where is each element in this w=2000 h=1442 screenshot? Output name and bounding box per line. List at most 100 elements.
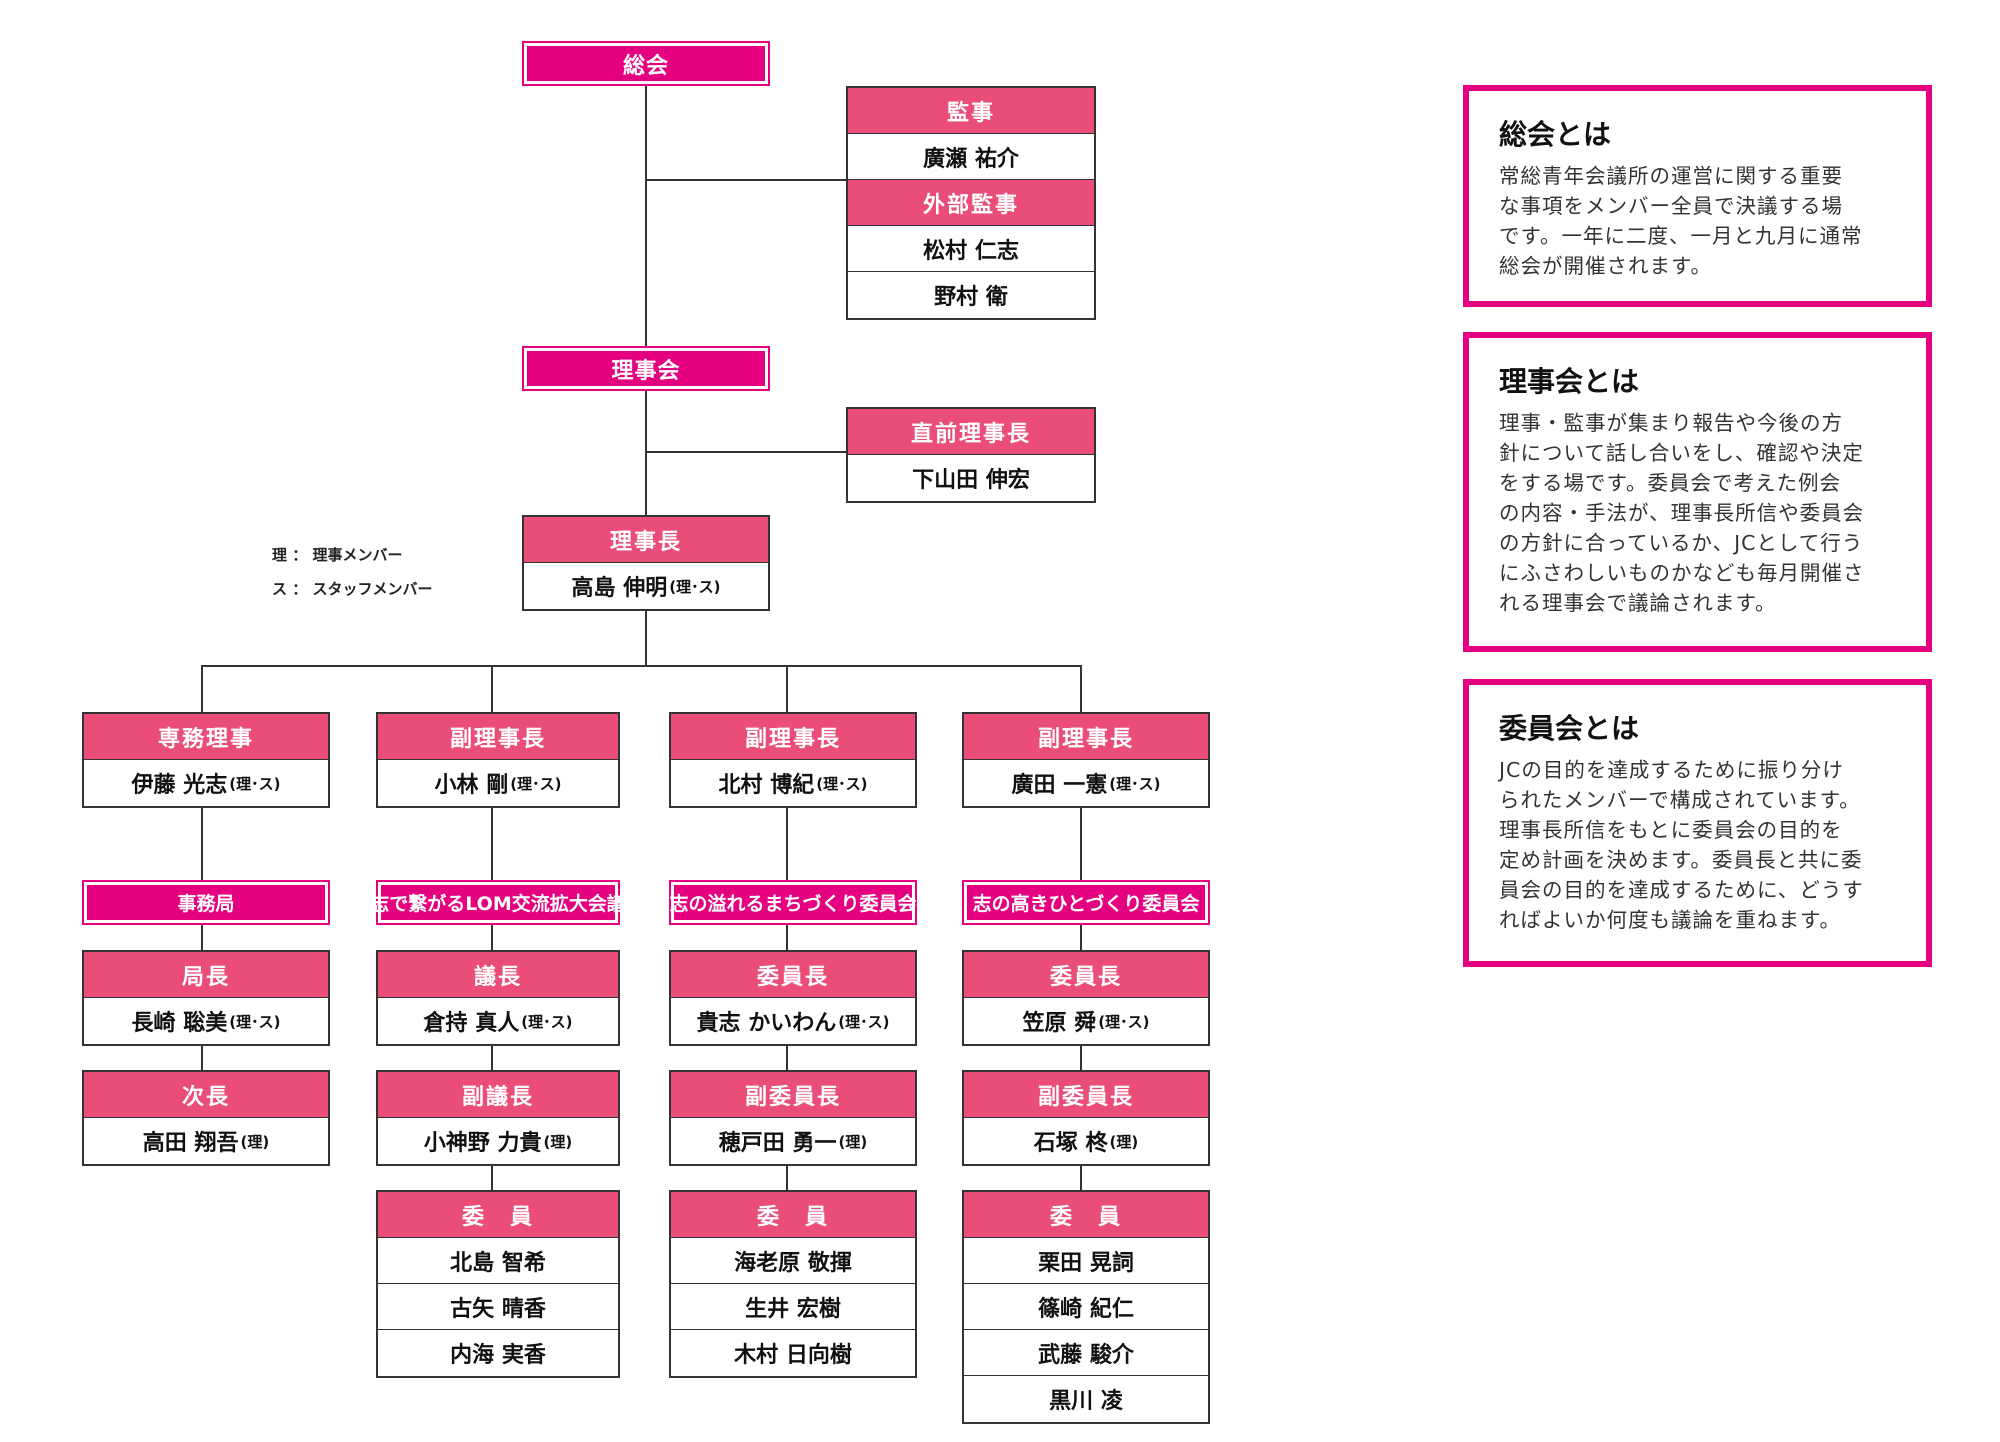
role-tag: (理･ス) [521,1012,573,1031]
board-box: 理事会 [522,346,770,391]
branch-4-unit-box: 志の高きひとづくり委員会 [962,880,1210,925]
external-auditor-name: 松村 仁志 [848,226,1094,272]
connector-former-president [645,451,846,453]
leader-title: 議長 [378,952,618,998]
officer-name: 北村 博紀 [718,773,815,798]
role-tag: (理･ス) [510,774,562,793]
branch-4-members-box: 委 員 栗田 晃詞 篠崎 紀仁 武藤 駿介 黒川 凌 [962,1190,1210,1424]
branch-1-leader-box: 局長 長崎 聡美(理･ス) [82,950,330,1046]
connector-branch-2-deputy [491,1164,493,1190]
general-assembly-box: 総会 [522,41,770,86]
connector-branch-1-leader [201,1044,203,1070]
unit-name: 志の高きひとづくり委員会 [972,893,1200,915]
branch-3-officer-box: 副理事長 北村 博紀(理･ス) [669,712,917,808]
connector-trunk-top [645,84,647,349]
auditor-title: 監事 [848,88,1094,134]
role-tag: (理･ス) [229,1012,281,1031]
leader-title: 局長 [84,952,328,998]
member-name: 栗田 晃詞 [964,1238,1208,1284]
info-text: 理事・監事が集まり報告や今後の方 針について話し合いをし、確認や決定 をする場で… [1499,411,1865,615]
external-auditor-name: 野村 衛 [934,285,1008,310]
officer-name-row: 北村 博紀(理･ス) [671,760,915,806]
leader-name-row: 長崎 聡美(理･ス) [84,998,328,1044]
role-tag: (理) [543,1132,573,1151]
president-title: 理事長 [524,517,768,563]
leader-name: 倉持 真人 [423,1011,520,1036]
deputy-title: 副委員長 [671,1072,915,1118]
officer-name: 廣田 一憲 [1011,773,1108,798]
members-title: 委 員 [964,1192,1208,1238]
unit-name: 志で繋がるLOM交流拡大会議 [370,893,626,915]
member-name: 古矢 晴香 [378,1284,618,1330]
role-tag: (理･ス) [838,1012,890,1031]
officer-name: 伊藤 光志 [131,773,228,798]
president-name: 高島 伸明 [571,576,668,601]
legend-staff-member: ス ： スタッフメンバー [272,580,433,598]
leader-name: 笠原 舜 [1022,1011,1097,1036]
former-president-title: 直前理事長 [848,409,1094,455]
connector-branch-2-mid [491,805,493,880]
connector-auditors [645,179,846,181]
role-tag: (理･ス) [1098,1012,1150,1031]
leader-title: 委員長 [671,952,915,998]
leader-name-row: 貴志 かいわん(理･ス) [671,998,915,1044]
connector-branch-4-leader [1080,1044,1082,1070]
members-title: 委 員 [378,1192,618,1238]
deputy-name-row: 石塚 柊(理) [964,1118,1208,1164]
president-box: 理事長 高島 伸明(理･ス) [522,515,770,611]
connector-branch-4-deputy [1080,1164,1082,1190]
role-tag: (理) [838,1132,868,1151]
connector-branch-4-unit [1080,924,1082,950]
branch-4-officer-box: 副理事長 廣田 一憲(理･ス) [962,712,1210,808]
branch-3-leader-box: 委員長 貴志 かいわん(理･ス) [669,950,917,1046]
info-title: 理事会とは [1499,365,1640,398]
role-tag: (理･ス) [816,774,868,793]
general-assembly-label: 総会 [622,53,669,79]
connector-branch-2-unit [491,924,493,950]
deputy-name-row: 小神野 力貴(理) [378,1118,618,1164]
officer-title: 副理事長 [378,714,618,760]
connector-branch-3-top [786,665,788,712]
unit-name: 事務局 [177,893,235,915]
branch-1-officer-box: 専務理事 伊藤 光志(理･ス) [82,712,330,808]
auditor-name: 廣瀬 祐介 [848,134,1094,180]
branch-3-members-box: 委 員 海老原 敬揮 生井 宏樹 木村 日向樹 [669,1190,917,1378]
role-tag: (理) [1109,1132,1139,1151]
role-tag: (理･ス) [669,577,721,596]
officer-name-row: 小林 剛(理･ス) [378,760,618,806]
external-auditor-title: 外部監事 [848,180,1094,226]
deputy-name: 石塚 柊 [1033,1131,1108,1156]
branch-1-unit-box: 事務局 [82,880,330,925]
deputy-name: 穂戸田 勇一 [718,1131,837,1156]
connector-branch-1-unit [201,924,203,950]
former-president-name: 下山田 伸宏 [912,468,1030,493]
deputy-title: 次長 [84,1072,328,1118]
deputy-name-row: 高田 翔吾(理) [84,1118,328,1164]
role-tag: (理) [240,1132,270,1151]
branch-3-unit-box: 志の溢れるまちづくり委員会 [669,880,917,925]
member-name: 篠崎 紀仁 [964,1284,1208,1330]
member-name: 北島 智希 [378,1238,618,1284]
connector-trunk-bottom [645,608,647,666]
member-name: 生井 宏樹 [671,1284,915,1330]
branch-2-unit-box: 志で繋がるLOM交流拡大会議 [370,880,626,925]
role-tag: (理･ス) [1109,774,1161,793]
leader-name-row: 笠原 舜(理･ス) [964,998,1208,1044]
unit-name: 志の溢れるまちづくり委員会 [669,893,917,915]
connector-branch-4-top [1080,665,1082,712]
leader-name: 長崎 聡美 [131,1011,228,1036]
connector-branch-3-unit [786,924,788,950]
branch-2-leader-box: 議長 倉持 真人(理･ス) [376,950,620,1046]
connector-branch-1-mid [201,805,203,880]
members-title: 委 員 [671,1192,915,1238]
officer-name-row: 伊藤 光志(理･ス) [84,760,328,806]
info-text: JCの目的を達成するために振り分け られたメンバーで構成されています。 理事長所… [1499,758,1864,932]
officer-title: 副理事長 [964,714,1208,760]
member-name: 海老原 敬揮 [671,1238,915,1284]
branch-2-officer-box: 副理事長 小林 剛(理･ス) [376,712,620,808]
branch-4-deputy-box: 副委員長 石塚 柊(理) [962,1070,1210,1166]
connector-branch-3-leader [786,1044,788,1070]
officer-title: 専務理事 [84,714,328,760]
info-board: 理事会とは 理事・監事が集まり報告や今後の方 針について話し合いをし、確認や決定… [1463,332,1932,652]
connector-branch-2-top [491,665,493,712]
